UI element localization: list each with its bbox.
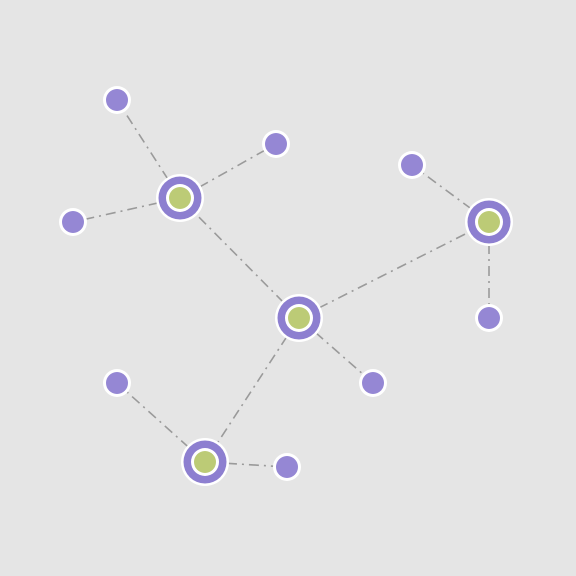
hub-core (288, 307, 310, 329)
edge-hub-top-left-to-leaf-tl-left (72, 197, 181, 223)
node-leaf-bl-top[interactable] (103, 369, 131, 397)
leaf-dot (62, 211, 84, 233)
leaf-dot (362, 372, 384, 394)
hub-core (169, 187, 191, 209)
node-leaf-bl-right[interactable] (273, 453, 301, 481)
node-leaf-tl-left[interactable] (59, 208, 87, 236)
node-leaf-tl-right[interactable] (262, 130, 290, 158)
leaf-dot (276, 456, 298, 478)
hub-core (194, 451, 216, 473)
node-leaf-r-bottom[interactable] (475, 304, 503, 332)
node-layer (59, 86, 513, 486)
edge-hub-top-left-to-leaf-tl-top (116, 99, 181, 199)
hub-core (478, 211, 500, 233)
node-hub-center[interactable] (275, 294, 323, 342)
edge-hub-center-to-hub-right (298, 221, 490, 319)
leaf-dot (265, 133, 287, 155)
edge-hub-bottom-left-to-leaf-bl-top (116, 382, 206, 463)
leaf-dot (478, 307, 500, 329)
node-leaf-tl-top[interactable] (103, 86, 131, 114)
edge-hub-top-left-to-leaf-tl-right (179, 143, 277, 199)
leaf-dot (106, 372, 128, 394)
node-hub-bottom-left[interactable] (181, 438, 229, 486)
edge-hub-center-to-hub-top-left (179, 197, 300, 319)
leaf-dot (401, 154, 423, 176)
leaf-dot (106, 89, 128, 111)
edge-hub-center-to-hub-bottom-left (204, 317, 300, 463)
node-leaf-c-bottom-right[interactable] (359, 369, 387, 397)
node-hub-top-left[interactable] (156, 174, 204, 222)
node-leaf-r-top[interactable] (398, 151, 426, 179)
node-hub-right[interactable] (465, 198, 513, 246)
